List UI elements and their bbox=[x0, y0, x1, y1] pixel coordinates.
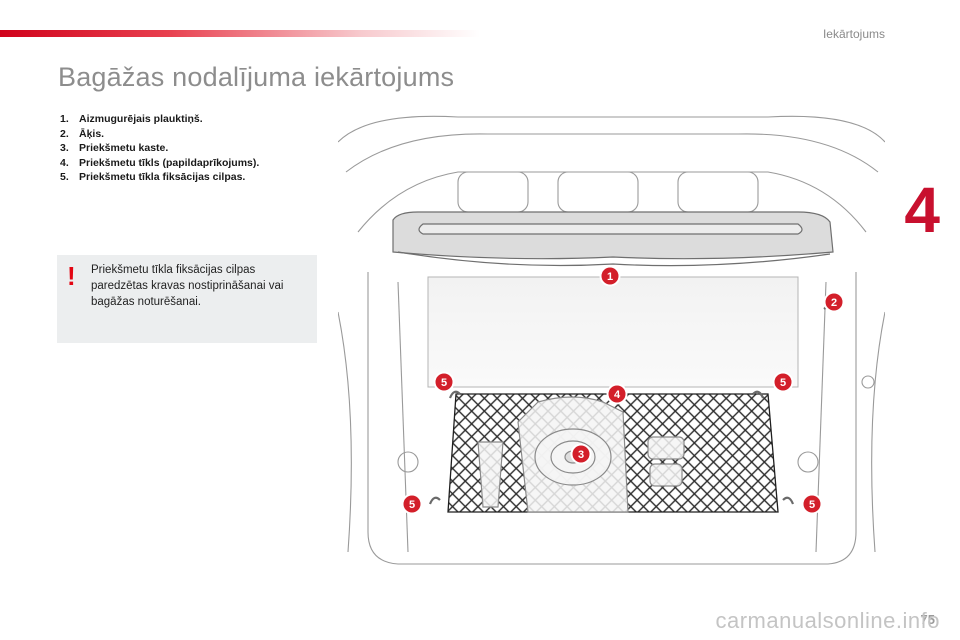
callout-1: 1 bbox=[599, 265, 621, 287]
callout-5-bottom-left: 5 bbox=[401, 493, 423, 515]
callout-4: 4 bbox=[606, 383, 628, 405]
header-accent-bar bbox=[0, 30, 480, 37]
svg-text:5: 5 bbox=[441, 377, 447, 389]
parts-list-item: 5.Priekšmetu tīkla fiksācijas cilpas. bbox=[60, 171, 246, 184]
parts-list-item: 3.Priekšmetu kaste. bbox=[60, 142, 169, 155]
callout-3: 3 bbox=[570, 443, 592, 465]
exclamation-icon: ! bbox=[67, 261, 76, 291]
callout-5-top-right: 5 bbox=[772, 371, 794, 393]
page-title: Bagāžas nodalījuma iekārtojums bbox=[58, 62, 455, 92]
warning-text: Priekšmetu tīkla fiksācijas cilpas pared… bbox=[91, 264, 284, 308]
parts-list-item: 2.Āķis. bbox=[60, 127, 105, 140]
callout-markers: 1 2 3 4 5 5 5 5 bbox=[401, 265, 845, 515]
svg-text:3: 3 bbox=[578, 449, 584, 461]
section-label: Iekārtojums bbox=[822, 27, 885, 41]
svg-text:5: 5 bbox=[409, 499, 415, 511]
rear-parcel-shelf bbox=[392, 211, 834, 267]
svg-text:4: 4 bbox=[614, 389, 621, 401]
svg-text:2: 2 bbox=[831, 297, 837, 309]
watermark: carmanualsonline.info bbox=[715, 608, 940, 633]
trunk-outline bbox=[338, 115, 885, 565]
warning-box: ! Priekšmetu tīkla fiksācijas cilpas par… bbox=[57, 255, 317, 343]
callout-5-top-left: 5 bbox=[433, 371, 455, 393]
svg-text:5: 5 bbox=[780, 377, 786, 389]
trunk-illustration: 1 2 3 4 5 5 5 5 bbox=[338, 115, 885, 565]
parts-list-item: 4.Priekšmetu tīkls (papildaprīkojums). bbox=[60, 156, 260, 169]
svg-text:5: 5 bbox=[809, 499, 815, 511]
chapter-number: 4 bbox=[904, 174, 940, 246]
callout-2: 2 bbox=[823, 291, 845, 313]
svg-text:1: 1 bbox=[607, 271, 613, 283]
parts-list: 1.Aizmugurējais plauktiņš. 2.Āķis. 3.Pri… bbox=[60, 112, 320, 185]
callout-5-bottom-right: 5 bbox=[801, 493, 823, 515]
page-number: 75 bbox=[920, 612, 935, 627]
parts-list-item: 1.Aizmugurējais plauktiņš. bbox=[60, 113, 203, 125]
